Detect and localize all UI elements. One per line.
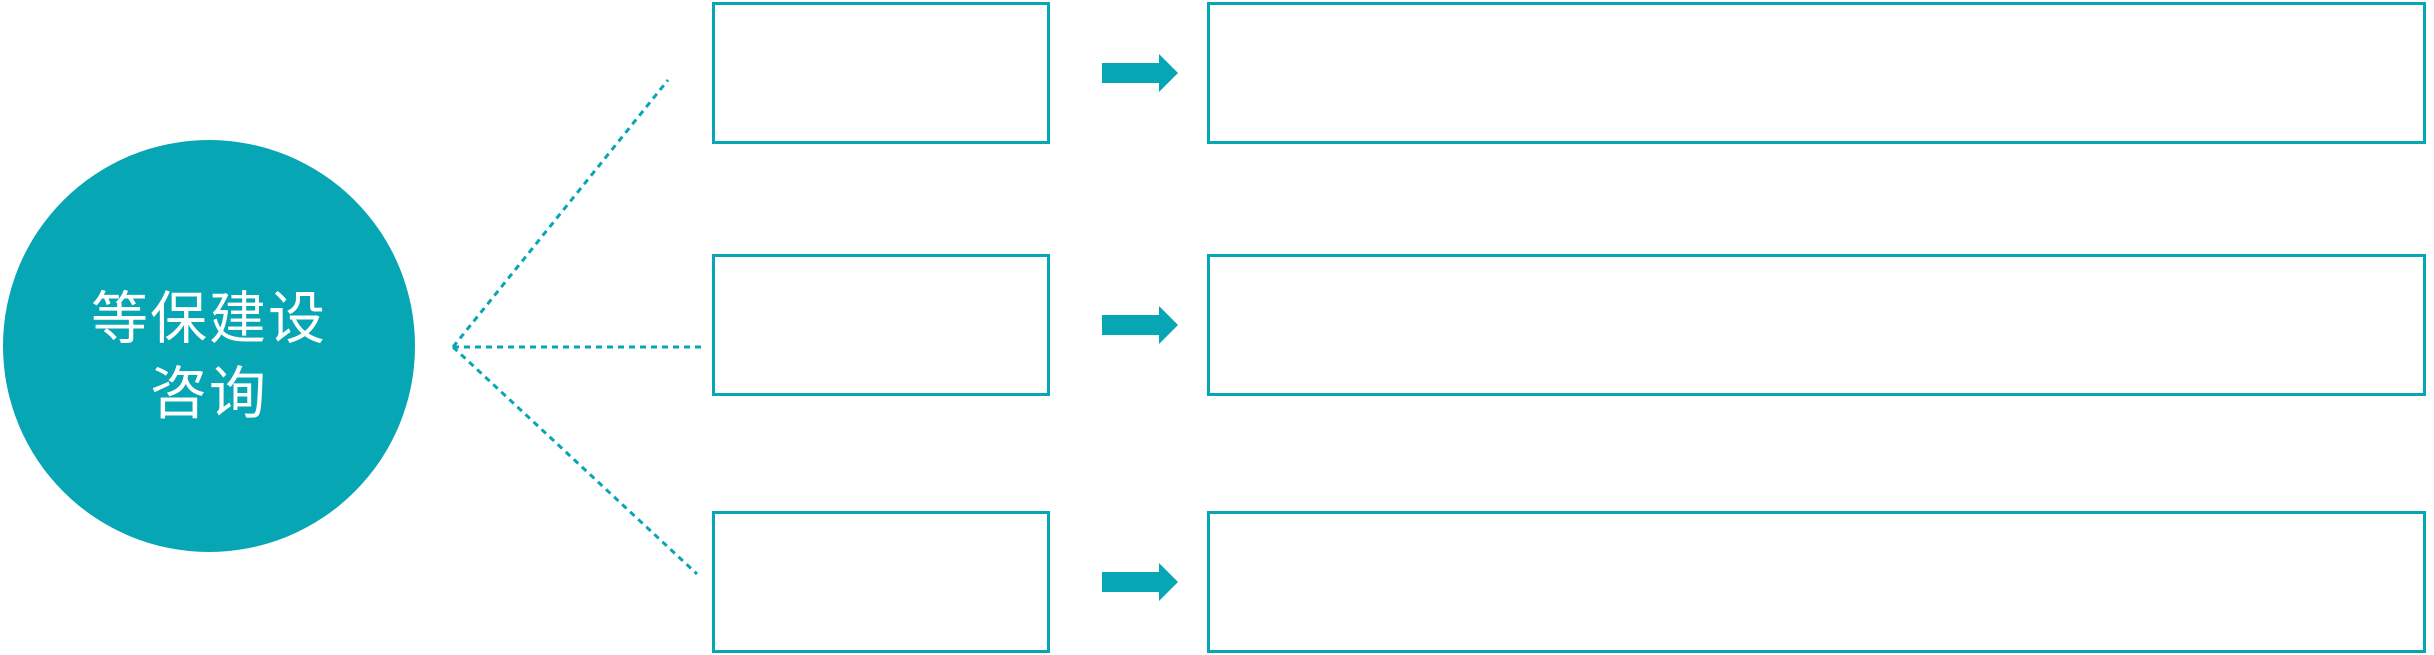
topic-label: 等保建设 咨询 <box>91 260 327 432</box>
topic-label-line1: 等保建设 <box>91 286 327 351</box>
step-box-3 <box>712 511 1050 653</box>
dotted-connector-top <box>451 79 670 348</box>
topic-label-line2: 咨询 <box>150 362 268 426</box>
detail-box-1 <box>1207 2 2426 144</box>
detail-box-2 <box>1207 254 2426 396</box>
right-arrow-icon <box>1102 54 1178 92</box>
right-arrow-icon <box>1102 563 1178 601</box>
step-box-2 <box>712 254 1050 396</box>
dotted-connector-bottom <box>451 345 699 576</box>
detail-box-3 <box>1207 511 2426 653</box>
right-arrow-icon <box>1102 306 1178 344</box>
topic-circle: 等保建设 咨询 <box>3 140 415 552</box>
step-box-1 <box>712 2 1050 144</box>
